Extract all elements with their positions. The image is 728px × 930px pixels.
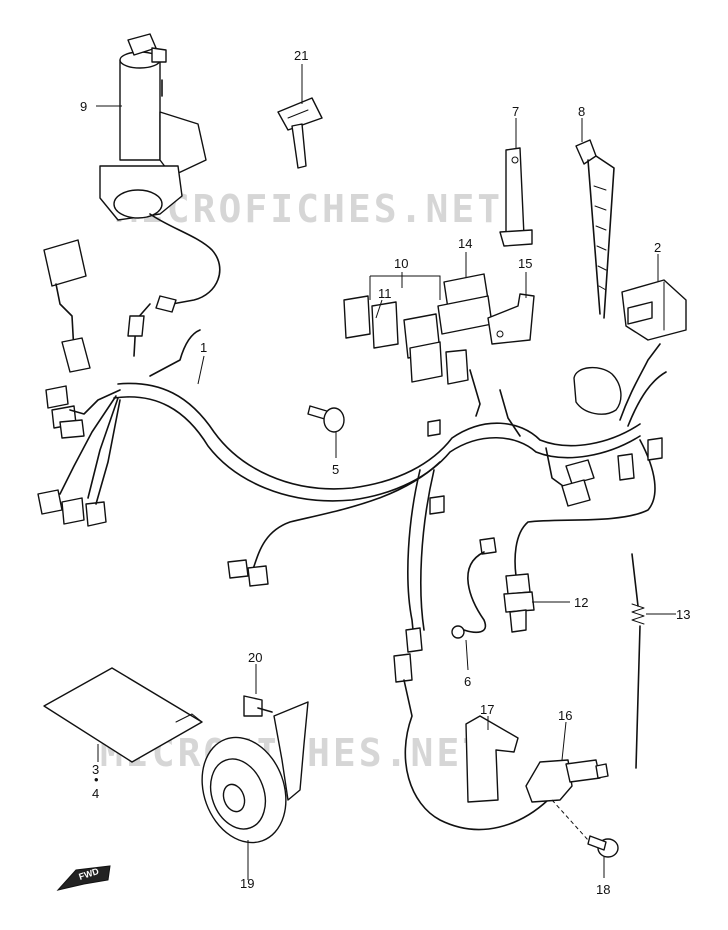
leader-lines (96, 64, 676, 880)
connector-group-10-11[interactable] (343, 295, 469, 385)
callout-2: 2 (654, 240, 661, 255)
callout-16: 16 (558, 708, 572, 723)
callout-12: 12 (574, 595, 588, 610)
left-relay-cluster[interactable] (37, 239, 107, 527)
callout-1: 1 (200, 340, 207, 355)
callout-labels: 9 21 7 8 2 10 11 14 15 1 5 6 12 13 17 16… (80, 48, 690, 897)
callout-19: 19 (240, 876, 254, 891)
callout-5: 5 (332, 462, 339, 477)
screw-part-5[interactable] (307, 405, 345, 433)
callout-6: 6 (464, 674, 471, 689)
cable-part-13[interactable] (631, 553, 645, 769)
ignition-key-part[interactable] (277, 97, 323, 169)
callout-18: 18 (596, 882, 610, 897)
callout-14: 14 (458, 236, 472, 251)
relay-part-14[interactable] (437, 273, 493, 335)
sensor-part-12[interactable] (503, 573, 535, 633)
screw-part-18[interactable] (587, 835, 619, 858)
callout-10: 10 (394, 256, 408, 271)
callout-20: 20 (248, 650, 262, 665)
switch-part-16[interactable] (525, 759, 609, 803)
cable-tie-part-8[interactable] (575, 139, 615, 319)
main-wiring-harness-part-1[interactable] (59, 329, 667, 831)
bracket-part-15[interactable] (487, 293, 535, 345)
forward-direction-arrow: FWD (56, 865, 111, 891)
connector-cap-part-2[interactable] (621, 279, 687, 341)
callout-11: 11 (378, 286, 392, 301)
callout-7: 7 (512, 104, 519, 119)
callout-21: 21 (294, 48, 308, 63)
callout-4: 4 (92, 786, 99, 801)
bracket-part-17[interactable] (465, 715, 519, 803)
callout-15: 15 (518, 256, 532, 271)
bolt-part-20[interactable] (243, 695, 273, 717)
callout-3-4-separator: • (94, 772, 99, 787)
callout-9: 9 (80, 99, 87, 114)
callout-13: 13 (676, 607, 690, 622)
label-sheet-part-3-4[interactable] (43, 667, 203, 763)
clamp-part-7[interactable] (499, 147, 533, 247)
callout-8: 8 (578, 104, 585, 119)
ground-wire-part-6[interactable] (451, 537, 497, 639)
ignition-switch-part[interactable] (99, 33, 221, 357)
callout-3: 3 (92, 762, 99, 777)
callout-17: 17 (480, 702, 494, 717)
horn-part-19[interactable] (188, 701, 309, 854)
